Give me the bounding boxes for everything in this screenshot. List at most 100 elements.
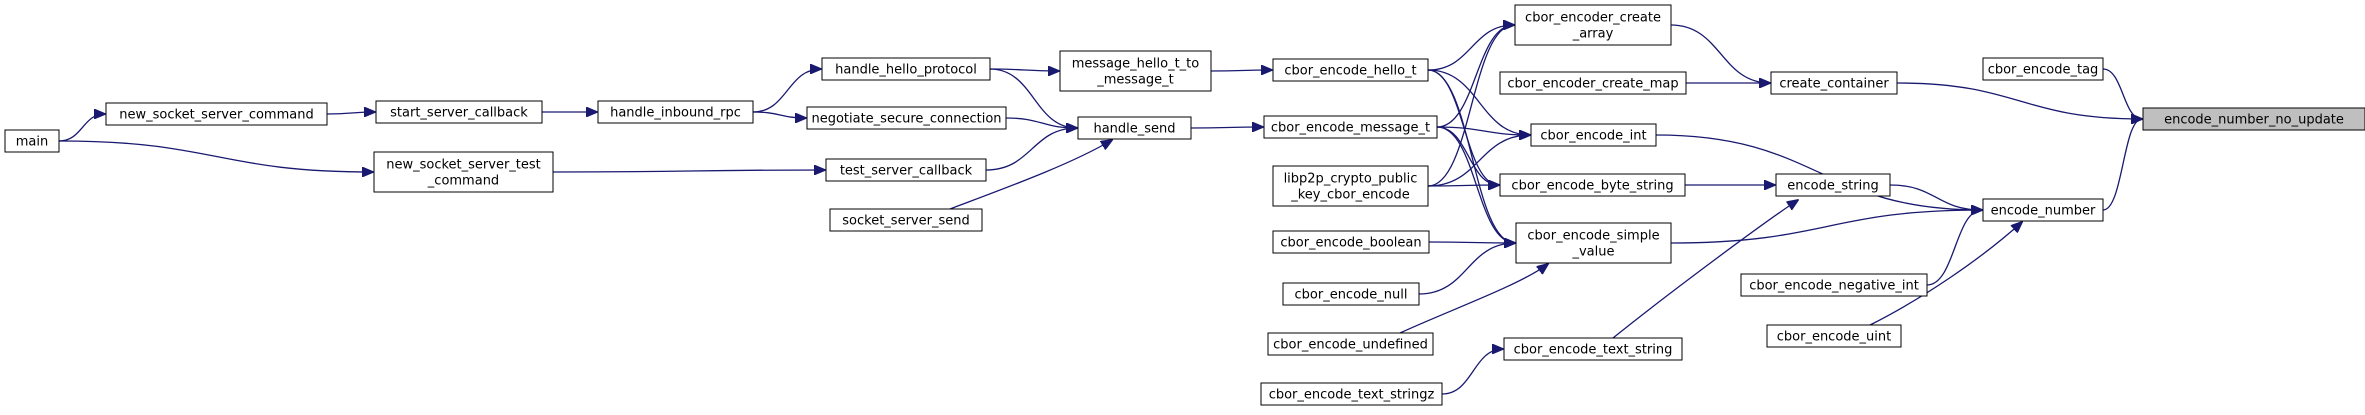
node-cbor-encode-tag[interactable]: cbor_encode_tag — [1982, 57, 2104, 81]
node-label: cbor_encode_text_stringz — [1269, 388, 1435, 403]
node-box — [597, 100, 754, 124]
node-label: encode_number_no_update — [2164, 113, 2344, 128]
edge-line — [552, 170, 825, 172]
edge-line — [1427, 25, 1514, 71]
edge-handle_inbound_rpc-to-negotiate_secure_connection — [752, 111, 806, 118]
node-box — [1515, 222, 1672, 264]
node-label: _command — [427, 174, 499, 189]
node-cbor-encode-simple-value[interactable]: cbor_encode_simple_value — [1515, 222, 1672, 264]
node-negotiate-secure-connection[interactable]: negotiate_secure_connection — [806, 106, 1007, 130]
edge-encode_string-to-encode_number — [1889, 184, 1982, 210]
edge-cbor_encode_message_t-to-cbor_encode_simple_value — [1436, 126, 1515, 243]
node-box — [1077, 116, 1192, 140]
edge-libp2p_crypto_public_key_cbor_encode-to-cbor_encode_byte_string — [1427, 185, 1499, 186]
node-encode-number[interactable]: encode_number — [1982, 198, 2104, 222]
edge-cbor_encode_int-to-encode_number — [1655, 134, 1982, 210]
node-cbor-encode-boolean[interactable]: cbor_encode_boolean — [1272, 230, 1430, 254]
edge-line — [949, 140, 1112, 210]
node-label: cbor_encode_null — [1295, 288, 1408, 303]
node-label: handle_send — [1093, 122, 1175, 137]
node-handle-inbound-rpc[interactable]: handle_inbound_rpc — [597, 100, 754, 124]
edge-line — [58, 140, 373, 172]
node-libp2p-crypto-public-key-cbor-encode[interactable]: libp2p_crypto_public_key_cbor_encode — [1272, 165, 1429, 207]
edge-libp2p_crypto_public_key_cbor_encode-to-cbor_encode_int — [1427, 135, 1530, 187]
node-label: new_socket_server_test — [386, 158, 541, 173]
node-cbor-encode-undefined[interactable]: cbor_encode_undefined — [1267, 332, 1434, 356]
node-label: handle_inbound_rpc — [610, 106, 741, 121]
node-start-server-callback[interactable]: start_server_callback — [375, 100, 543, 124]
node-box — [806, 106, 1007, 130]
edge-line — [1436, 126, 1530, 135]
node-cbor-encode-negative-int[interactable]: cbor_encode_negative_int — [1740, 273, 1928, 297]
node-cbor-encode-uint[interactable]: cbor_encode_uint — [1766, 324, 1902, 348]
edge-line — [752, 111, 806, 118]
node-cbor-encoder-create-array[interactable]: cbor_encoder_create_array — [1514, 4, 1672, 46]
node-socket-server-send[interactable]: socket_server_send — [829, 208, 983, 232]
node-box — [373, 151, 554, 193]
node-label: main — [16, 135, 48, 150]
edge-cbor_encode_negative_int-to-encode_number — [1926, 210, 1982, 286]
node-label: cbor_encoder_create — [1525, 11, 1661, 26]
node-label: socket_server_send — [842, 214, 969, 229]
node-test-server-callback[interactable]: test_server_callback — [825, 158, 987, 182]
node-cbor-encode-message-t[interactable]: cbor_encode_message_t — [1263, 115, 1438, 139]
node-box — [105, 102, 328, 126]
node-box — [825, 158, 987, 182]
edge-handle_inbound_rpc-to-handle_hello_protocol — [752, 69, 821, 113]
node-box — [375, 100, 543, 124]
node-box — [1982, 57, 2104, 81]
node-label: start_server_callback — [390, 106, 528, 121]
node-cbor-encode-text-stringz[interactable]: cbor_encode_text_stringz — [1260, 382, 1443, 406]
edge-cbor_encode_boolean-to-cbor_encode_simple_value — [1428, 242, 1515, 243]
edge-line — [989, 68, 1077, 128]
edge-new_socket_server_test_command-to-test_server_callback — [552, 170, 825, 172]
node-label: cbor_encode_tag — [1988, 63, 2099, 78]
node-cbor-encode-byte-string[interactable]: cbor_encode_byte_string — [1499, 173, 1686, 197]
edge-cbor_encode_text_stringz-to-cbor_encode_text_string — [1441, 349, 1503, 395]
node-message-hello-t-to-message-t[interactable]: message_hello_t_to_message_t — [1059, 50, 1212, 92]
edge-cbor_encode_hello_t-to-cbor_encode_int — [1427, 69, 1530, 135]
node-new-socket-server-command[interactable]: new_socket_server_command — [105, 102, 328, 126]
node-box — [1263, 115, 1438, 139]
edge-line — [1612, 200, 1798, 339]
node-cbor-encode-text-string[interactable]: cbor_encode_text_string — [1503, 337, 1683, 361]
node-label: cbor_encode_int — [1540, 129, 1646, 144]
node-box — [1766, 324, 1902, 348]
node-box — [1272, 58, 1429, 82]
edge-handle_hello_protocol-to-handle_send — [989, 68, 1077, 128]
node-encode-string[interactable]: encode_string — [1775, 173, 1891, 197]
node-handle-send[interactable]: handle_send — [1077, 116, 1192, 140]
node-handle-hello-protocol[interactable]: handle_hello_protocol — [821, 57, 991, 81]
edge-line — [1670, 24, 1770, 83]
node-new-socket-server-test-command[interactable]: new_socket_server_test_command — [373, 151, 554, 193]
node-cbor-encode-hello-t[interactable]: cbor_encode_hello_t — [1272, 58, 1429, 82]
edge-line — [1428, 242, 1515, 243]
node-cbor-encoder-create-map[interactable]: cbor_encoder_create_map — [1499, 71, 1687, 95]
edge-cbor_encode_hello_t-to-cbor_encode_simple_value — [1427, 69, 1515, 243]
edge-line — [1418, 243, 1515, 295]
edge-handle_send-to-cbor_encode_message_t — [1190, 127, 1263, 128]
edge-line — [989, 69, 1059, 71]
node-create-container[interactable]: create_container — [1770, 71, 1898, 95]
edge-line — [1427, 135, 1530, 187]
edge-line — [1670, 210, 1982, 244]
node-main[interactable]: main — [4, 129, 60, 153]
node-box — [1503, 337, 1683, 361]
edge-main-to-new_socket_server_test_command — [58, 140, 373, 172]
edge-cbor_encode_message_t-to-cbor_encode_int — [1436, 126, 1530, 135]
edge-test_server_callback-to-handle_send — [985, 128, 1077, 171]
node-cbor-encode-null[interactable]: cbor_encode_null — [1282, 282, 1420, 306]
edge-libp2p_crypto_public_key_cbor_encode-to-cbor_encoder_create_array — [1427, 25, 1514, 187]
edge-socket_server_send-to-handle_send — [949, 140, 1112, 210]
node-cbor-encode-int[interactable]: cbor_encode_int — [1530, 123, 1657, 147]
node-box — [1260, 382, 1443, 406]
node-box — [1272, 230, 1430, 254]
node-box — [4, 129, 60, 153]
edge-handle_hello_protocol-to-message_hello_t_to_message_t — [989, 69, 1059, 71]
node-layer: encode_number_no_update cbor_encode_tagcr… — [4, 4, 2365, 406]
node-label: negotiate_secure_connection — [811, 112, 1001, 127]
edge-new_socket_server_command-to-start_server_callback — [326, 112, 375, 114]
node-box — [1282, 282, 1420, 306]
node-box — [1267, 332, 1434, 356]
